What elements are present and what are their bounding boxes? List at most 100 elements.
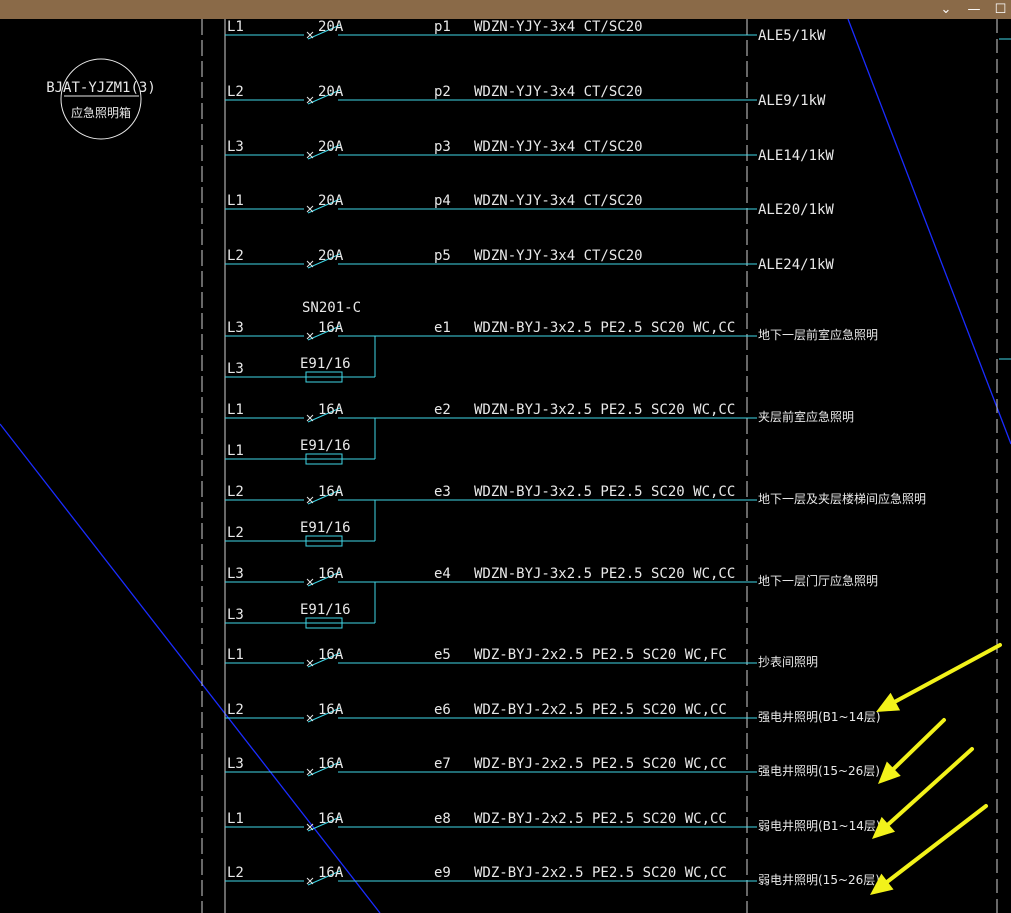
circuit-phase: L1	[227, 402, 244, 418]
cable-spec: WDZ-BYJ-2x2.5 PE2.5 SC20 WC,CC	[474, 865, 727, 881]
breaker-switch-blade	[307, 761, 341, 777]
load-description: ALE14/1kW	[758, 148, 834, 164]
fuse-rating: E91/16	[300, 356, 351, 372]
maximize-icon[interactable]: ☐	[994, 2, 1007, 17]
circuit-phase: L1	[227, 19, 244, 35]
breaker-contact-mark	[306, 414, 314, 422]
annotation-arrow-head	[876, 692, 901, 712]
breaker-switch-blade	[307, 144, 341, 160]
annotation-arrow-shaft	[891, 718, 946, 771]
breaker-switch-blade	[307, 707, 341, 723]
panel-label[interactable]: BJAT-YJZM1(3) 应急照明箱	[46, 58, 156, 140]
circuit-id: e6	[434, 702, 451, 718]
cable-spec: WDZN-YJY-3x4 CT/SC20	[474, 139, 643, 155]
breaker-contact-mark	[306, 877, 314, 885]
fuse-phase: L3	[227, 361, 244, 377]
breaker-rating: 20A	[318, 193, 344, 209]
fuse-symbol	[305, 535, 343, 547]
breaker-contact-mark	[306, 31, 314, 39]
circuit-phase: L2	[227, 484, 244, 500]
circuit-id: e5	[434, 647, 451, 663]
annotation-arrow-head	[872, 816, 896, 839]
circuit-phase: L1	[227, 647, 244, 663]
cable-spec: WDZ-BYJ-2x2.5 PE2.5 SC20 WC,FC	[474, 647, 727, 663]
circuit-id: p2	[434, 84, 451, 100]
panel-label-circle	[60, 58, 142, 140]
cable-spec: WDZN-BYJ-3x2.5 PE2.5 SC20 WC,CC	[474, 402, 735, 418]
annotation-arrow	[872, 747, 974, 839]
circuit-id: e4	[434, 566, 451, 582]
annotation-arrow	[876, 643, 1002, 712]
breaker-switch-blade	[307, 489, 341, 505]
fuse-symbol	[305, 371, 343, 383]
breaker-rating: 20A	[318, 248, 344, 264]
circuit-id: e9	[434, 865, 451, 881]
circuit-id: e8	[434, 811, 451, 827]
fuse-phase: L1	[227, 443, 244, 459]
load-description: ALE20/1kW	[758, 202, 834, 218]
cable-spec: WDZN-YJY-3x4 CT/SC20	[474, 84, 643, 100]
circuit-id: p4	[434, 193, 451, 209]
circuit-phase: L2	[227, 84, 244, 100]
load-description: 地下一层前室应急照明	[758, 327, 878, 342]
circuit-phase: L1	[227, 193, 244, 209]
cable-spec: WDZN-BYJ-3x2.5 PE2.5 SC20 WC,CC	[474, 566, 735, 582]
cable-spec: WDZN-YJY-3x4 CT/SC20	[474, 19, 643, 35]
minimize-icon[interactable]: —	[967, 2, 981, 17]
circuit-id: e7	[434, 756, 451, 772]
chevron-down-icon[interactable]: ⌄	[940, 2, 952, 17]
breaker-switch-blade	[307, 253, 341, 269]
fuse-symbol	[305, 453, 343, 465]
load-description: ALE9/1kW	[758, 93, 826, 109]
breaker-contact-mark	[306, 714, 314, 722]
breaker-rating: 16A	[318, 320, 344, 336]
cable-spec: WDZN-YJY-3x4 CT/SC20	[474, 248, 643, 264]
circuit-id: p3	[434, 139, 451, 155]
breaker-switch-blade	[307, 816, 341, 832]
circuit-id: p1	[434, 19, 451, 35]
breaker-contact-mark	[306, 823, 314, 831]
breaker-rating: 20A	[318, 84, 344, 100]
fuse-rating: E91/16	[300, 520, 351, 536]
load-description: ALE24/1kW	[758, 257, 834, 273]
circuit-phase: L2	[227, 865, 244, 881]
fuse-phase: L3	[227, 607, 244, 623]
load-description: 强电井照明(15~26层)	[758, 764, 880, 778]
breaker-switch-blade	[307, 89, 341, 105]
circuit-phase: L1	[227, 811, 244, 827]
breaker-rating: 20A	[318, 19, 344, 35]
annotation-arrow-head	[878, 761, 901, 784]
cable-spec: WDZ-BYJ-2x2.5 PE2.5 SC20 WC,CC	[474, 756, 727, 772]
annotation-arrow-shaft	[885, 804, 988, 884]
circuit-row[interactable]: L3 16A e4 WDZN-BYJ-3x2.5 PE2.5 SC20 WC,CC 地下…	[225, 566, 878, 629]
breaker-contact-mark	[306, 496, 314, 504]
load-description: 抄表间照明	[758, 655, 818, 669]
window-titlebar: ⌄ — ☐	[0, 0, 1011, 19]
load-description: 强电井照明(B1~14层)	[758, 710, 881, 724]
cable-spec: WDZ-BYJ-2x2.5 PE2.5 SC20 WC,CC	[474, 702, 727, 718]
breaker-rating: 20A	[318, 139, 344, 155]
annotation-arrow	[870, 804, 988, 895]
circuit-id: e1	[434, 320, 451, 336]
annotation-arrows	[870, 643, 1002, 895]
load-description: 地下一层门厅应急照明	[758, 573, 878, 588]
breaker-rating: 16A	[318, 566, 344, 582]
cable-spec: WDZ-BYJ-2x2.5 PE2.5 SC20 WC,CC	[474, 811, 727, 827]
breaker-switch-blade	[307, 870, 341, 886]
